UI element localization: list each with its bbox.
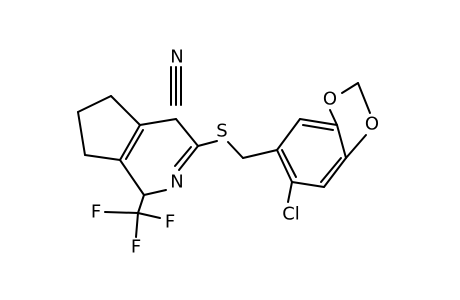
- atom-label-fluorine-left: F: [91, 202, 101, 223]
- bond-n2-c1: [143, 189, 167, 196]
- bond-cf3-f-bottom: [135, 212, 139, 238]
- bond-c1-c7a: [119, 159, 145, 196]
- atom-chlorine: Cl: [282, 204, 300, 225]
- bond-s-ch2: [227, 141, 244, 159]
- bond-c4a-c4: [139, 118, 177, 126]
- bond-c3-n2-double: [174, 146, 192, 167]
- bond-o-top-ch2: [341, 82, 359, 94]
- bond-ar-a1-a2: [276, 118, 301, 151]
- atom-label-fluorine-right: F: [165, 212, 175, 233]
- bond-c7a-c4a: [119, 124, 141, 161]
- bond-cf3-f-left: [104, 211, 139, 214]
- atom-label-thioether-s: S: [216, 121, 227, 142]
- atom-fluorine-left: F: [91, 202, 101, 223]
- atom-fluorine-bottom: F: [131, 237, 141, 258]
- atom-label-dioxole-o-right: O: [365, 114, 379, 135]
- atom-dioxole-o-right: O: [365, 114, 379, 135]
- bond-cf3-f-right: [137, 212, 161, 219]
- bond-c3-n2: [178, 145, 199, 171]
- atom-label-dioxole-o-top: O: [323, 89, 337, 110]
- atom-fluorine-right: F: [165, 212, 175, 233]
- bond-c3-s: [197, 140, 218, 147]
- atom-thioether-s: S: [216, 121, 227, 142]
- bond-c6-c7: [77, 111, 86, 156]
- atom-ring-n: N: [170, 172, 183, 193]
- atom-label-nitrile-n: N: [170, 47, 183, 68]
- atom-label-fluorine-bottom: F: [131, 237, 141, 258]
- bond-ch2-ar: [242, 149, 278, 159]
- bond-a3-o-top: [329, 109, 338, 126]
- bond-ar-a3-a4: [336, 124, 347, 159]
- atom-label-ring-n: N: [170, 172, 183, 193]
- bond-ar-inner-1: [302, 124, 334, 131]
- bond-c4-c3: [175, 118, 199, 147]
- bond-c1-cf3: [137, 194, 145, 214]
- bond-c7-c7a: [84, 154, 121, 161]
- bond-ar-inner-2: [320, 157, 342, 183]
- bond-ar-a2-a3: [299, 118, 338, 126]
- bond-c5-c6: [77, 95, 112, 113]
- bond-c4a-c5: [110, 95, 141, 126]
- atom-dioxole-o-top: O: [323, 89, 337, 110]
- bond-ar-inner-3: [281, 149, 297, 178]
- atom-nitrile-n: N: [170, 47, 183, 68]
- bond-lines: [77, 66, 371, 238]
- bond-ar-a5-a6: [291, 181, 325, 188]
- bond-ar-a6-a1: [276, 149, 293, 183]
- bond-o-right-a4: [345, 134, 367, 159]
- bond-ar-a4-a5: [323, 157, 347, 188]
- bond-c7a-c4a-double: [125, 129, 144, 160]
- bond-a6-cl: [287, 181, 293, 203]
- atom-label-chlorine: Cl: [282, 204, 300, 225]
- bond-ch2-o-right: [357, 82, 371, 114]
